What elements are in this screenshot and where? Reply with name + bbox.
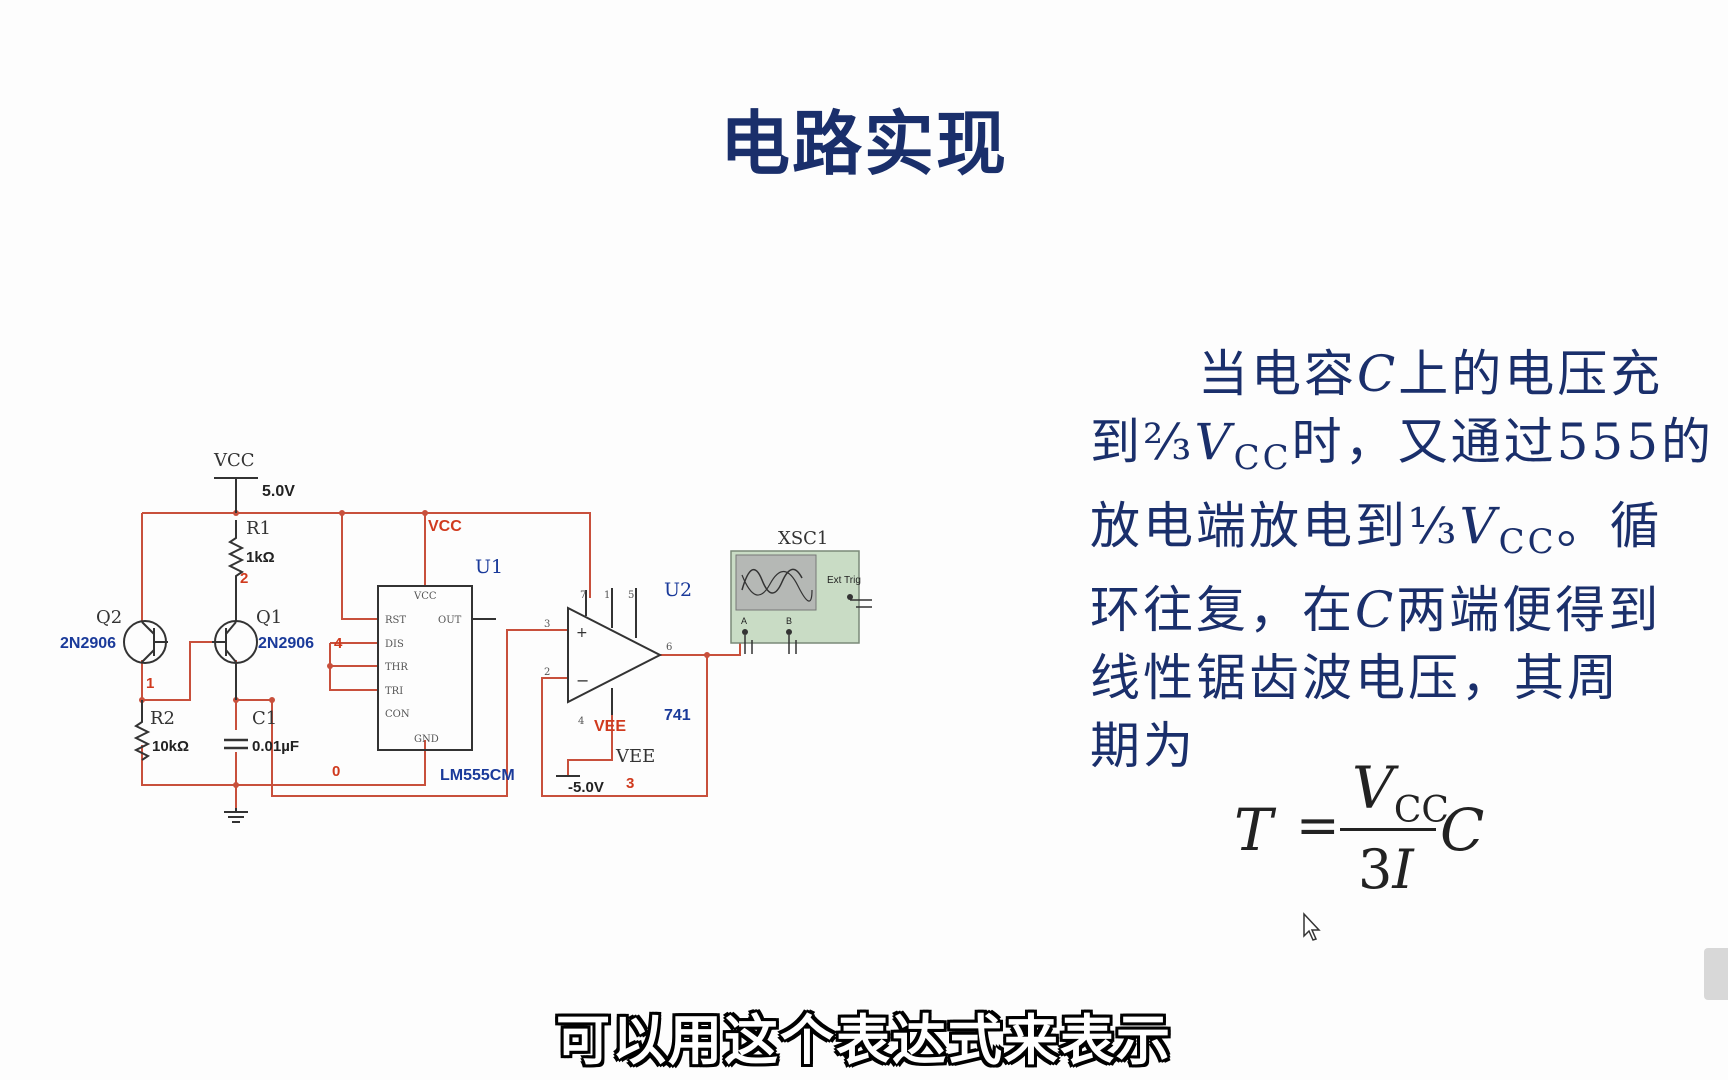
scope-ch-a: A (741, 616, 747, 626)
u1-pin-gnd: GND (414, 734, 439, 745)
paragraph-line-1: 当电容C上的电压充 (1198, 345, 1664, 403)
wire-node4 (236, 629, 568, 797)
vcc-source-symbol (214, 477, 258, 513)
slide-title: 电路实现 (720, 103, 1008, 185)
u2-pin-5: 5 (628, 590, 634, 601)
vcc-source-value: 5.0V (262, 483, 295, 500)
q1-label: Q1 (256, 607, 282, 628)
node-4-label: 4 (334, 635, 343, 652)
formula-numerator: VCC (1352, 754, 1449, 831)
c1-label: C1 (252, 708, 277, 729)
u1-label: U1 (475, 556, 503, 578)
u2-pin-7: 7 (580, 590, 586, 601)
formula-lhs: T (1234, 796, 1273, 864)
r2-resistor-symbol (133, 700, 151, 761)
node-0-label: 0 (332, 763, 340, 780)
wire-node3 (541, 655, 708, 797)
r1-value: 1kΩ (246, 549, 275, 566)
mouse-pointer-icon (1303, 912, 1321, 941)
svg-text:−: − (576, 671, 589, 690)
q2-transistor-symbol (123, 620, 168, 664)
paragraph-line-4: 环往复，在C两端便得到 (1090, 581, 1662, 639)
q1-model: 2N2906 (258, 635, 314, 652)
r2-value: 10kΩ (152, 738, 189, 755)
u1-pin-vcc: VCC (413, 591, 437, 602)
u1-pin-tri: TRI (385, 686, 403, 697)
formula-rhs: C (1440, 796, 1485, 864)
q1-transistor-symbol (212, 600, 258, 700)
vcc-source-label: VCC (213, 450, 255, 471)
formula-equals: = (1296, 796, 1340, 856)
explanation-paragraph: 当电容C上的电压充 到⅔VCC时，又通过555的 放电端放电到⅓VCC。循 环往… (1090, 340, 1715, 780)
video-subtitle: 可以用这个表达式来表示 (556, 1009, 1172, 1072)
u2-model: 741 (664, 707, 691, 724)
net-vee-label: VEE (594, 718, 626, 735)
r1-resistor-symbol (227, 520, 245, 600)
node-2-label: 2 (240, 570, 248, 587)
r2-label: R2 (150, 708, 175, 729)
wire-rst (341, 513, 378, 620)
u1-pin-out: OUT (438, 615, 462, 626)
node-3-label: 3 (626, 775, 634, 792)
vee-source-label: VEE (615, 746, 655, 767)
u2-pin-4: 4 (578, 716, 584, 727)
svg-text:+: + (576, 625, 588, 641)
u2-pin-2: 2 (544, 667, 550, 678)
c1-value: 0.01µF (252, 738, 299, 755)
u1-pin-dis: DIS (385, 639, 404, 650)
vee-source-value: -5.0V (568, 779, 604, 796)
u2-opamp-symbol (567, 588, 663, 715)
wire-q2-base-link (142, 641, 212, 701)
formula-denominator: 3I (1358, 838, 1414, 901)
side-panel-tab[interactable] (1704, 948, 1728, 1000)
wire-top-rail (142, 512, 591, 598)
scope-ext-trig: Ext Trig (827, 575, 861, 586)
paragraph-line-6: 期为 (1090, 717, 1196, 775)
wire-opamp-out (660, 640, 741, 656)
formula-fraction-bar (1340, 828, 1436, 831)
u2-pin-3: 3 (544, 619, 550, 630)
wire-dis-thr (329, 643, 378, 691)
u1-pin-con: CON (385, 709, 410, 720)
u2-label: U2 (664, 579, 692, 601)
u2-pin-1: 1 (604, 590, 610, 601)
u1-model: LM555CM (440, 767, 515, 784)
q2-model: 2N2906 (60, 635, 116, 652)
paragraph-line-5: 线性锯齿波电压，其周 (1090, 649, 1620, 707)
net-vcc-label: VCC (428, 518, 462, 535)
paragraph-line-2: 到⅔VCC时，又通过555的 (1090, 413, 1715, 478)
q2-label: Q2 (96, 607, 122, 628)
paragraph-line-3: 放电端放电到⅓VCC。循 (1090, 497, 1663, 562)
wire-r2-bot (141, 740, 426, 786)
oscilloscope-xsc1 (730, 550, 860, 644)
u1-pin-thr: THR (385, 662, 408, 673)
c1-capacitor-symbol (224, 738, 248, 750)
r1-label: R1 (246, 518, 271, 539)
u1-pin-rst: RST (385, 615, 406, 626)
period-formula: T = VCC 3I C (1234, 754, 1494, 910)
scope-label: XSC1 (778, 528, 828, 549)
u1-555-body (377, 585, 473, 751)
wire-vee (567, 715, 613, 775)
node-1-label: 1 (146, 675, 154, 692)
u2-pin-6: 6 (666, 642, 672, 653)
ground-symbol (224, 808, 248, 823)
scope-ch-b: B (786, 616, 792, 626)
